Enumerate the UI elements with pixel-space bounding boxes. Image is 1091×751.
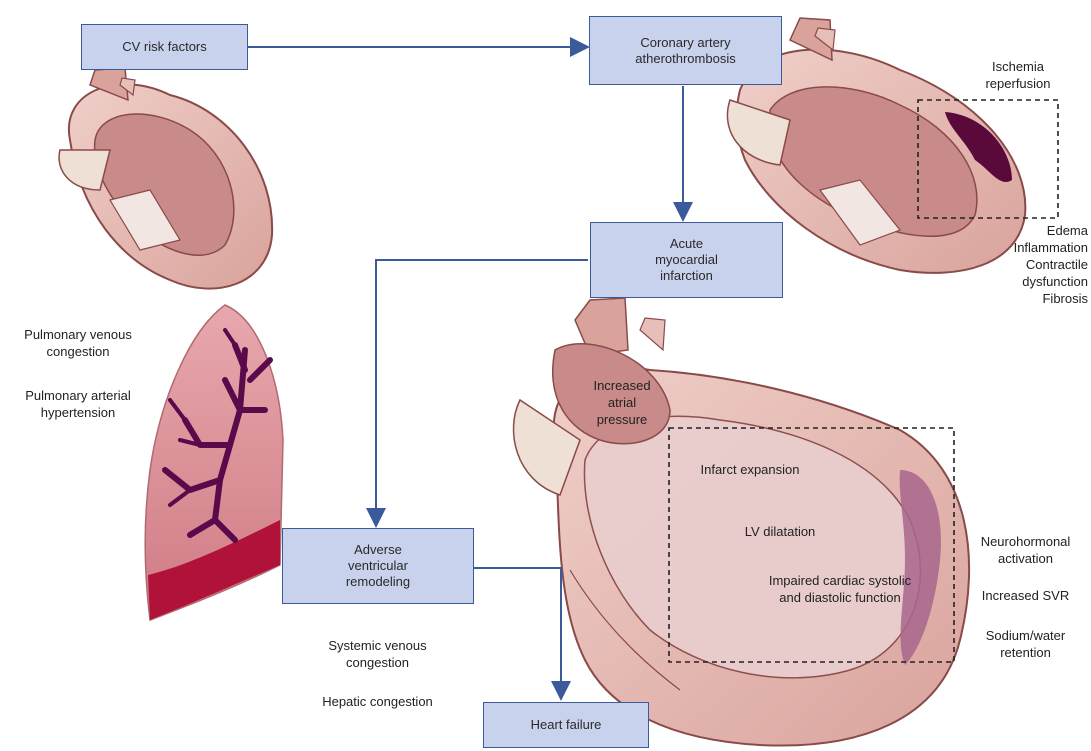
heart-small-illustration <box>59 68 272 289</box>
acute-myocardial-infarction-box: Acute myocardial infarction <box>590 222 783 298</box>
edema-inflammation-label: Edema Inflammation Contractile dysfuncti… <box>970 222 1088 307</box>
pulmonary-arterial-hypertension-label: Pulmonary arterial hypertension <box>0 387 156 421</box>
lung-illustration <box>145 305 283 620</box>
hepatic-congestion-label: Hepatic congestion <box>295 693 460 710</box>
adverse-ventricular-remodeling-box: Adverse ventricular remodeling <box>282 528 474 604</box>
heart-failure-box: Heart failure <box>483 702 649 748</box>
increased-svr-label: Increased SVR <box>960 587 1091 604</box>
ischemia-reperfusion-label: Ischemia reperfusion <box>958 58 1078 92</box>
sodium-water-retention-label: Sodium/water retention <box>960 627 1091 661</box>
heart-dilated-illustration <box>513 298 969 746</box>
coronary-atherothrombosis-box: Coronary artery atherothrombosis <box>589 16 782 85</box>
neurohormonal-activation-label: Neurohormonal activation <box>960 533 1091 567</box>
lv-dilatation-label: LV dilatation <box>720 523 840 540</box>
impaired-cardiac-function-label: Impaired cardiac systolic and diastolic … <box>745 572 935 606</box>
cv-risk-factors-box: CV risk factors <box>81 24 248 70</box>
pulmonary-venous-congestion-label: Pulmonary venous congestion <box>0 326 156 360</box>
infarct-expansion-label: Infarct expansion <box>680 461 820 478</box>
systemic-venous-congestion-label: Systemic venous congestion <box>300 637 455 671</box>
increased-atrial-pressure-label: Increased atrial pressure <box>572 377 672 428</box>
